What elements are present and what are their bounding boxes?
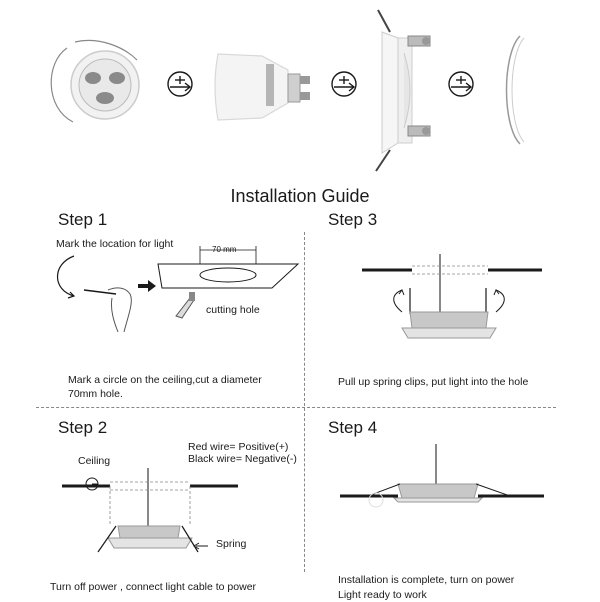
step1-heading: Step 1 (58, 210, 108, 229)
divider-horizontal (36, 407, 556, 408)
step4-caption-line2: Light ready to work (338, 589, 427, 601)
step2-spring-label: Spring (216, 538, 247, 550)
step3-heading: Step 3 (328, 210, 378, 229)
cover-ring-icon (505, 35, 525, 145)
hand-pen-icon (57, 255, 156, 333)
knife-icon (175, 292, 195, 319)
step2-caption: Turn off power , connect light cable to … (50, 581, 257, 593)
step1-caption-line2: 70mm hole. (68, 388, 123, 400)
gu10-socket-icon (50, 39, 140, 123)
step2-red-wire: Red wire= Positive(+) (188, 441, 289, 453)
step2-black-wire: Black wire= Negative(-) (188, 453, 297, 465)
plus-arrow-icon (448, 71, 474, 97)
step1-caption-line1: Mark a circle on the ceiling,cut a diame… (68, 374, 262, 386)
ceiling-cut-diagram (157, 246, 300, 289)
gu10-bulb-icon (214, 53, 310, 121)
step2-diagram (62, 468, 238, 553)
step4-heading: Step 4 (328, 418, 378, 437)
step4-diagram (340, 444, 544, 508)
step1-note: Mark the location for light (56, 238, 174, 250)
recessed-frame-icon (375, 9, 431, 172)
divider-vertical (304, 232, 305, 572)
step1-cutting-label: cutting hole (206, 304, 260, 316)
page-title: Installation Guide (230, 186, 370, 206)
step1-dimension: 70 mm (212, 245, 237, 254)
plus-arrow-icon (167, 71, 193, 97)
step2-ceiling-label: Ceiling (78, 455, 111, 467)
plus-arrow-icon (331, 71, 357, 97)
step3-diagram (362, 254, 542, 339)
step4-caption-line1: Installation is complete, turn on power (338, 574, 515, 586)
step3-caption: Pull up spring clips, put light into the… (338, 376, 529, 388)
step2-heading: Step 2 (58, 418, 108, 437)
